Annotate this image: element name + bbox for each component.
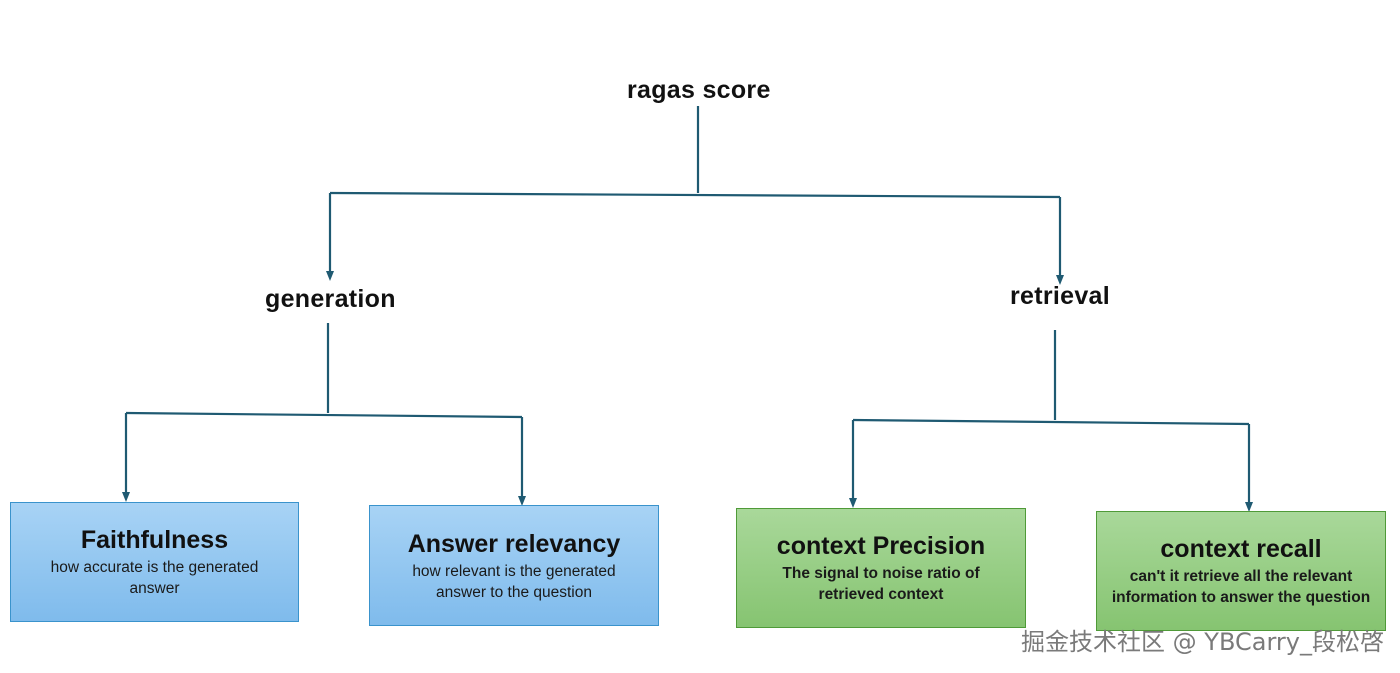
answer-relevancy-title: Answer relevancy <box>407 529 621 558</box>
context-precision-box: context Precision The signal to noise ra… <box>736 508 1026 628</box>
generation-branch-line <box>125 411 523 419</box>
generation-node-label: generation <box>265 285 396 313</box>
faithfulness-box: Faithfulness how accurate is the generat… <box>10 502 299 622</box>
context-precision-description: The signal to noise ratio of retrieved c… <box>782 565 980 603</box>
root-node-label: ragas score <box>627 76 771 104</box>
context-precision-title: context Precision <box>776 532 986 560</box>
answer-relevancy-description: how relevant is the generated answer to … <box>412 562 616 601</box>
answer-relevancy-box: Answer relevancy how relevant is the gen… <box>369 505 659 626</box>
faithfulness-description: how accurate is the generated answer <box>50 559 259 597</box>
context-recall-title: context recall <box>1160 535 1322 563</box>
root-branch-line <box>329 191 1061 199</box>
faithfulness-title: Faithfulness <box>80 526 229 554</box>
retrieval-node-label: retrieval <box>1010 282 1110 310</box>
context-recall-box: context recall can't it retrieve all the… <box>1096 511 1386 631</box>
context-recall-description: can't it retrieve all the relevant infor… <box>1111 568 1371 606</box>
retrieval-branch-line <box>852 418 1250 426</box>
watermark-text: 掘金技术社区 @ YBCarry_段松啓 <box>1021 628 1384 656</box>
